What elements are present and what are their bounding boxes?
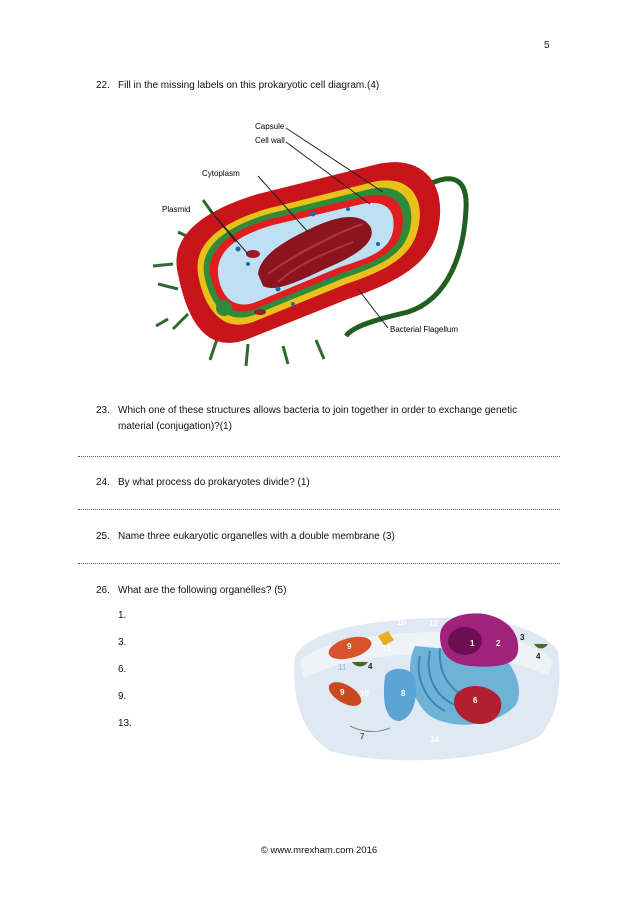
- question-number: 22.: [96, 80, 110, 91]
- footer-copyright: © www.mrexham.com 2016: [260, 845, 378, 856]
- number-label: 11: [338, 663, 347, 672]
- question-number: 26.: [96, 585, 110, 596]
- number-label: 4: [536, 652, 541, 661]
- question-23: 23. Which one of these structures allows …: [96, 403, 556, 435]
- number-label: 1: [470, 639, 475, 648]
- question-text: Fill in the missing labels on this proka…: [118, 80, 380, 91]
- answer-item[interactable]: 9.: [118, 691, 127, 702]
- number-label: 13: [382, 644, 391, 653]
- label-plasmid: Plasmid: [162, 205, 190, 214]
- number-label: 14: [430, 735, 439, 744]
- organelle-answer-list: 1. 3. 6. 9. 13.: [118, 610, 132, 745]
- question-number: 24.: [96, 477, 110, 488]
- plasmid-shape: [246, 250, 260, 258]
- number-label: 4: [368, 662, 373, 671]
- question-24: 24. By what process do prokaryotes divide…: [96, 475, 310, 491]
- plasmid-shape: [254, 309, 266, 315]
- number-label: 12: [429, 619, 438, 628]
- number-label: 9: [347, 642, 352, 651]
- leader-lines: [209, 127, 389, 329]
- flagellum-shape: [343, 176, 469, 338]
- number-label: 2: [496, 639, 501, 648]
- answer-line[interactable]: [78, 563, 560, 564]
- nucleoid-shape: [258, 216, 372, 288]
- label-cytoplasm: Cytoplasm: [202, 169, 240, 178]
- number-label: 10: [397, 618, 406, 627]
- storage-granule: [216, 300, 232, 316]
- label-cell-wall: Cell wall: [255, 136, 285, 145]
- question-text: Name three eukaryotic organelles with a …: [118, 531, 395, 542]
- question-25: 25. Name three eukaryotic organelles with…: [96, 529, 395, 545]
- question-22: 22. Fill in the missing labels on this pr…: [96, 78, 379, 94]
- question-text: What are the following organelles? (5): [118, 585, 287, 596]
- question-number: 23.: [96, 405, 110, 416]
- page-number: 5: [544, 40, 550, 51]
- question-text-line-2: material (conjugation)?(1): [118, 421, 232, 432]
- vesicle-cluster-shape: [383, 668, 417, 721]
- number-label: 9: [340, 688, 345, 697]
- number-label: 3: [520, 633, 525, 642]
- number-label: 10: [360, 689, 369, 698]
- ribosomes: [235, 207, 380, 306]
- answer-item[interactable]: 6.: [118, 664, 127, 675]
- answer-line[interactable]: [78, 456, 560, 457]
- label-capsule: Capsule: [255, 122, 285, 131]
- centriole-shape: [378, 631, 394, 646]
- number-label: 7: [360, 732, 365, 741]
- question-number: 25.: [96, 531, 110, 542]
- prokaryotic-cell-diagram: Capsule Cell wall Cytoplasm Plasmid Bact…: [152, 122, 469, 367]
- nucleolus-shape: [448, 627, 482, 655]
- question-text: Which one of these structures allows bac…: [118, 405, 518, 416]
- answer-line[interactable]: [78, 509, 560, 510]
- question-26: 26. What are the following organelles? (5…: [96, 583, 286, 599]
- mitochondrion-shape: [328, 636, 372, 660]
- label-flagellum: Bacterial Flagellum: [390, 325, 458, 334]
- answer-item[interactable]: 13.: [118, 718, 132, 729]
- question-text: By what process do prokaryotes divide? (…: [118, 477, 310, 488]
- answer-item[interactable]: 3.: [118, 637, 127, 648]
- number-label: 8: [401, 689, 406, 698]
- mitochondrion-shape: [328, 682, 362, 706]
- answer-item[interactable]: 1.: [118, 610, 127, 621]
- eukaryotic-cell-diagram: 10 12 1 2 3 4 4 9 13 11 9 10 8 6 7 14: [294, 613, 560, 761]
- number-label: 6: [473, 696, 478, 705]
- golgi-shape: [454, 686, 502, 724]
